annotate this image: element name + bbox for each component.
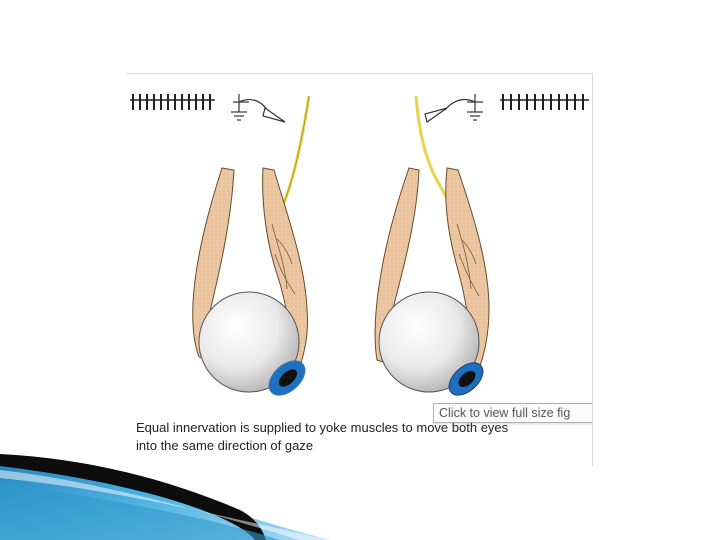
figure-panel: Equal innervation is supplied to yoke mu… (127, 73, 593, 466)
figure-caption: Equal innervation is supplied to yoke mu… (136, 419, 592, 455)
eye-muscles-diagram (130, 94, 589, 396)
footer-swoosh (0, 454, 330, 540)
caption-line-1: Equal innervation is supplied to yoke mu… (136, 420, 509, 435)
spike-train-icon (130, 94, 215, 110)
eyeball-icon (198, 291, 306, 396)
electrode-icon (231, 94, 286, 123)
eyeball-icon (378, 291, 484, 396)
electrode-icon (424, 94, 483, 123)
view-full-size-tooltip[interactable]: Click to view full size fig (433, 403, 592, 423)
caption-line-2: into the same direction of gaze (136, 438, 314, 453)
spike-train-icon (500, 94, 589, 110)
